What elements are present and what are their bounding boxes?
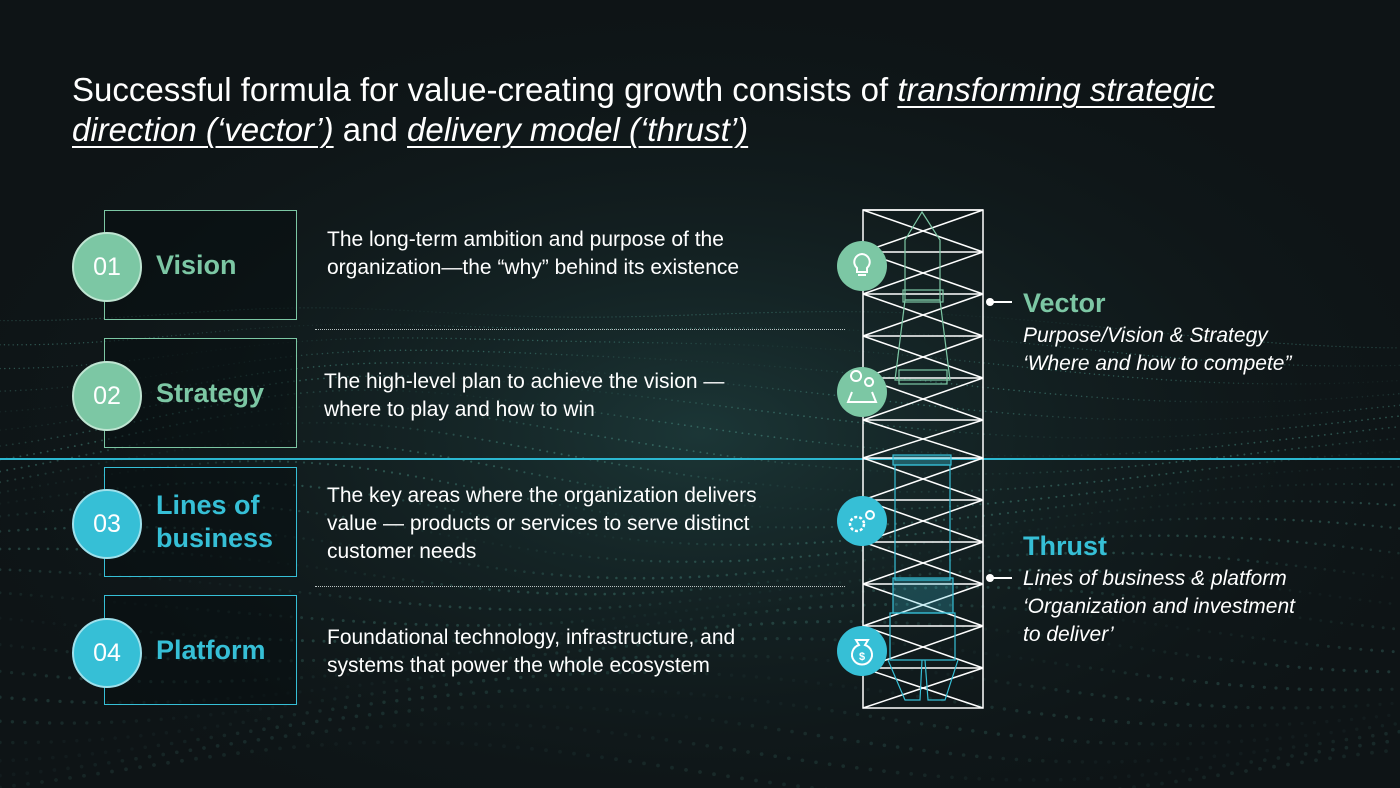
step-number-03: 03	[72, 489, 142, 559]
vector-subtitle-line1: Purpose/Vision & Strategy	[1023, 324, 1268, 347]
vector-thrust-divider	[0, 458, 1400, 460]
step-label-lines-of-business: Lines of business	[156, 490, 274, 553]
title-underlined-thrust: delivery model (‘thrust’)	[407, 111, 749, 148]
vector-subtitle-line2: ‘Where and how to compete”	[1023, 352, 1292, 375]
lightbulb-icon	[837, 241, 887, 291]
step-number-01: 01	[72, 232, 142, 302]
title-text-and: and	[333, 111, 408, 148]
slide-title: Successful formula for value-creating gr…	[72, 70, 1332, 150]
step-label-platform: Platform	[156, 634, 266, 665]
thrust-subtitle-line2: ‘Organization and investment	[1023, 595, 1295, 618]
thrust-connector-line	[988, 577, 1012, 579]
separator-line	[315, 329, 845, 330]
step-description-lines-of-business: The key areas where the organization del…	[327, 484, 757, 563]
step-description-platform: Foundational technology, infrastructure,…	[327, 626, 736, 677]
svg-text:$: $	[859, 651, 865, 663]
thrust-title: Thrust	[1023, 531, 1107, 561]
title-text: Successful formula for value-creating gr…	[72, 71, 898, 108]
title-underlined-vector: transforming strategic direction (‘vecto…	[72, 71, 1215, 148]
thrust-subtitle-line1: Lines of business & platform	[1023, 567, 1287, 590]
map-pin-icon	[837, 367, 887, 417]
vector-title: Vector	[1023, 288, 1106, 318]
step-description-vision: The long-term ambition and purpose of th…	[327, 228, 740, 279]
step-label-strategy: Strategy	[156, 377, 265, 408]
step-number-02: 02	[72, 361, 142, 431]
step-description-strategy: The high-level plan to achieve the visio…	[324, 370, 725, 421]
money-bag-icon	[837, 626, 887, 676]
thrust-subtitle-line3: to deliver’	[1023, 623, 1114, 646]
separator-line	[315, 586, 845, 587]
gears-icon	[837, 496, 887, 546]
step-label-vision: Vision	[156, 249, 237, 280]
rocket-launch-tower-illustration: $	[837, 209, 984, 709]
step-number-04: 04	[72, 618, 142, 688]
vector-connector-line	[988, 301, 1012, 303]
